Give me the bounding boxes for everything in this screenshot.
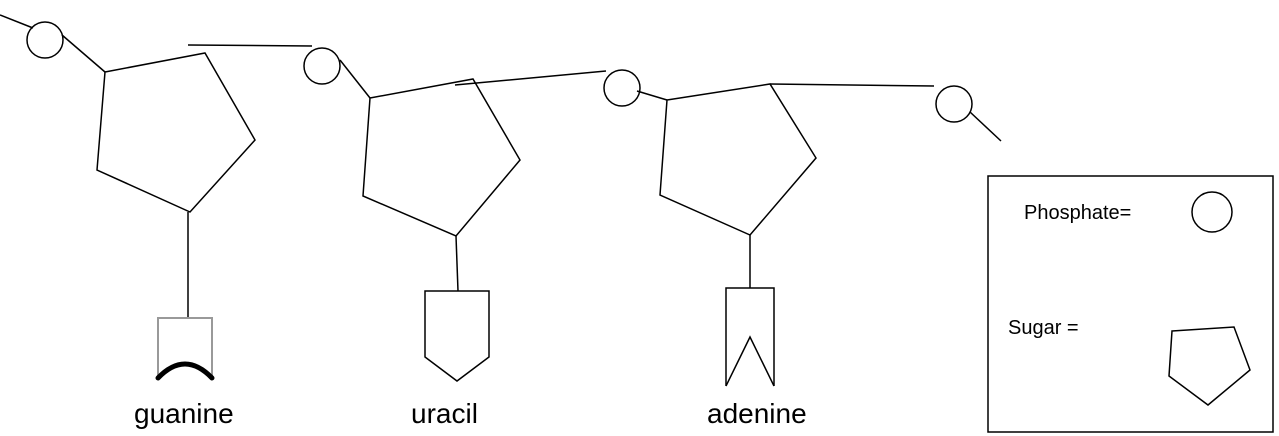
phosphate-circle: [603, 69, 641, 107]
phosphate-circle: [303, 47, 341, 85]
legend-sugar-label: Sugar =: [1008, 317, 1079, 339]
backbone-bond: [187, 44, 313, 47]
backbone-bond: [61, 34, 106, 73]
backbone-bond: [969, 111, 1002, 142]
phosphate-circle: [26, 21, 64, 59]
adenine-base-shape: [725, 287, 775, 386]
backbone-bond: [339, 59, 371, 99]
guanine-base-arc: [155, 361, 215, 381]
backbone-bond: [0, 14, 34, 29]
adenine-label: adenine: [707, 398, 807, 429]
legend-phosphate-circle: [1191, 191, 1233, 233]
guanine-label: guanine: [134, 398, 234, 429]
phosphate-circle: [935, 85, 973, 123]
legend-sugar-pentagon: [1168, 326, 1251, 406]
backbone-bond: [454, 70, 607, 86]
legend-phosphate-label: Phosphate=: [1024, 202, 1132, 224]
backbone-bond: [769, 83, 935, 87]
adenine-base-notch: [725, 335, 775, 387]
uracil-label: uracil: [411, 398, 478, 429]
backbone-bond: [636, 90, 668, 101]
sugar-pentagon: [659, 83, 817, 236]
sugar-pentagon: [96, 52, 256, 213]
glycosidic-bond: [455, 235, 459, 292]
guanine-base-shape: [157, 317, 213, 380]
legend-box: [987, 175, 1274, 433]
uracil-base-shape: [424, 290, 490, 382]
sugar-pentagon: [362, 78, 521, 237]
